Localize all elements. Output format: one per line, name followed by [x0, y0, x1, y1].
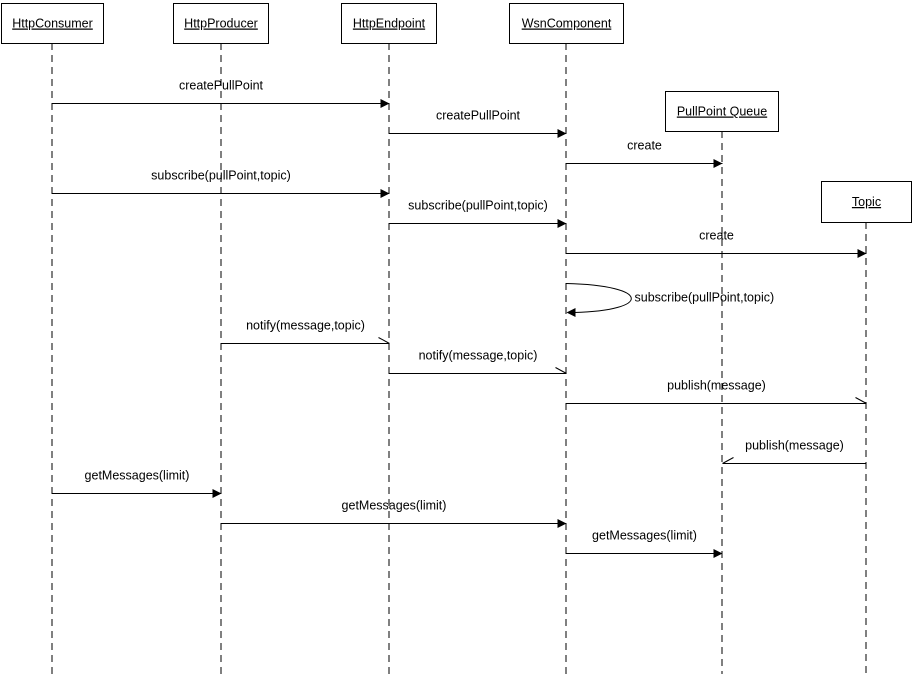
participant-box [821, 181, 912, 223]
participant-label: WsnComponent [522, 17, 612, 31]
arrow-head [855, 397, 867, 404]
message-9: notify(message,topic) [389, 349, 567, 374]
message-label: notify(message,topic) [246, 319, 365, 333]
arrow-head [380, 189, 390, 198]
message-6: create [566, 229, 867, 258]
message-3: create [566, 139, 723, 168]
participant-label: PullPoint Queue [677, 105, 767, 119]
message-2: createPullPoint [389, 109, 567, 138]
message-label: subscribe(pullPoint,topic) [151, 169, 291, 183]
message-label: create [627, 139, 662, 153]
participant-consumer: HttpConsumer [1, 3, 104, 44]
arrow-head [722, 457, 734, 464]
participant-queue: PullPoint Queue [665, 91, 779, 132]
message-7: subscribe(pullPoint,topic) [566, 283, 775, 317]
message-label: publish(message) [745, 439, 844, 453]
participant-label: Topic [852, 195, 881, 209]
message-13: getMessages(limit) [221, 499, 567, 528]
message-label: notify(message,topic) [419, 349, 538, 363]
participant-label: HttpConsumer [12, 17, 93, 31]
participant-topic: Topic [821, 181, 912, 223]
participant-box [341, 3, 437, 44]
message-1: createPullPoint [52, 79, 390, 108]
arrow-head [378, 337, 390, 344]
arrow-head [713, 159, 723, 168]
message-label: getMessages(limit) [85, 469, 190, 483]
message-label: getMessages(limit) [592, 529, 697, 543]
participant-box [173, 3, 269, 44]
message-label: publish(message) [667, 379, 766, 393]
message-line [566, 283, 632, 313]
message-14: getMessages(limit) [566, 529, 723, 558]
participant-endpoint: HttpEndpoint [341, 3, 437, 44]
arrow-head [713, 549, 723, 558]
message-label: create [699, 229, 734, 243]
message-label: getMessages(limit) [342, 499, 447, 513]
arrow-head [555, 367, 567, 374]
message-5: subscribe(pullPoint,topic) [389, 199, 567, 228]
messages: createPullPoint createPullPoint create subs… [52, 79, 867, 558]
participants: HttpConsumer HttpProducer HttpEndpoint WsnC… [1, 3, 912, 223]
lifelines [51, 43, 867, 674]
message-11: publish(message) [722, 439, 867, 464]
participant-wsn: WsnComponent [509, 3, 624, 44]
participant-label: HttpEndpoint [353, 17, 426, 31]
participant-box [509, 3, 624, 44]
message-label: createPullPoint [436, 109, 521, 123]
message-12: getMessages(limit) [52, 469, 222, 498]
arrow-head [857, 249, 867, 258]
message-label: createPullPoint [179, 79, 264, 93]
arrow-head [557, 519, 567, 528]
message-label: subscribe(pullPoint,topic) [408, 199, 548, 213]
participant-box [665, 91, 779, 132]
message-4: subscribe(pullPoint,topic) [52, 169, 390, 198]
participant-label: HttpProducer [184, 17, 258, 31]
participant-producer: HttpProducer [173, 3, 269, 44]
participant-box [1, 3, 104, 44]
message-10: publish(message) [566, 379, 867, 404]
arrow-head [557, 219, 567, 228]
message-label: subscribe(pullPoint,topic) [635, 291, 775, 305]
arrow-head [380, 99, 390, 108]
arrow-head [557, 129, 567, 138]
arrow-head [566, 308, 576, 317]
arrow-head [212, 489, 222, 498]
message-8: notify(message,topic) [221, 319, 390, 344]
